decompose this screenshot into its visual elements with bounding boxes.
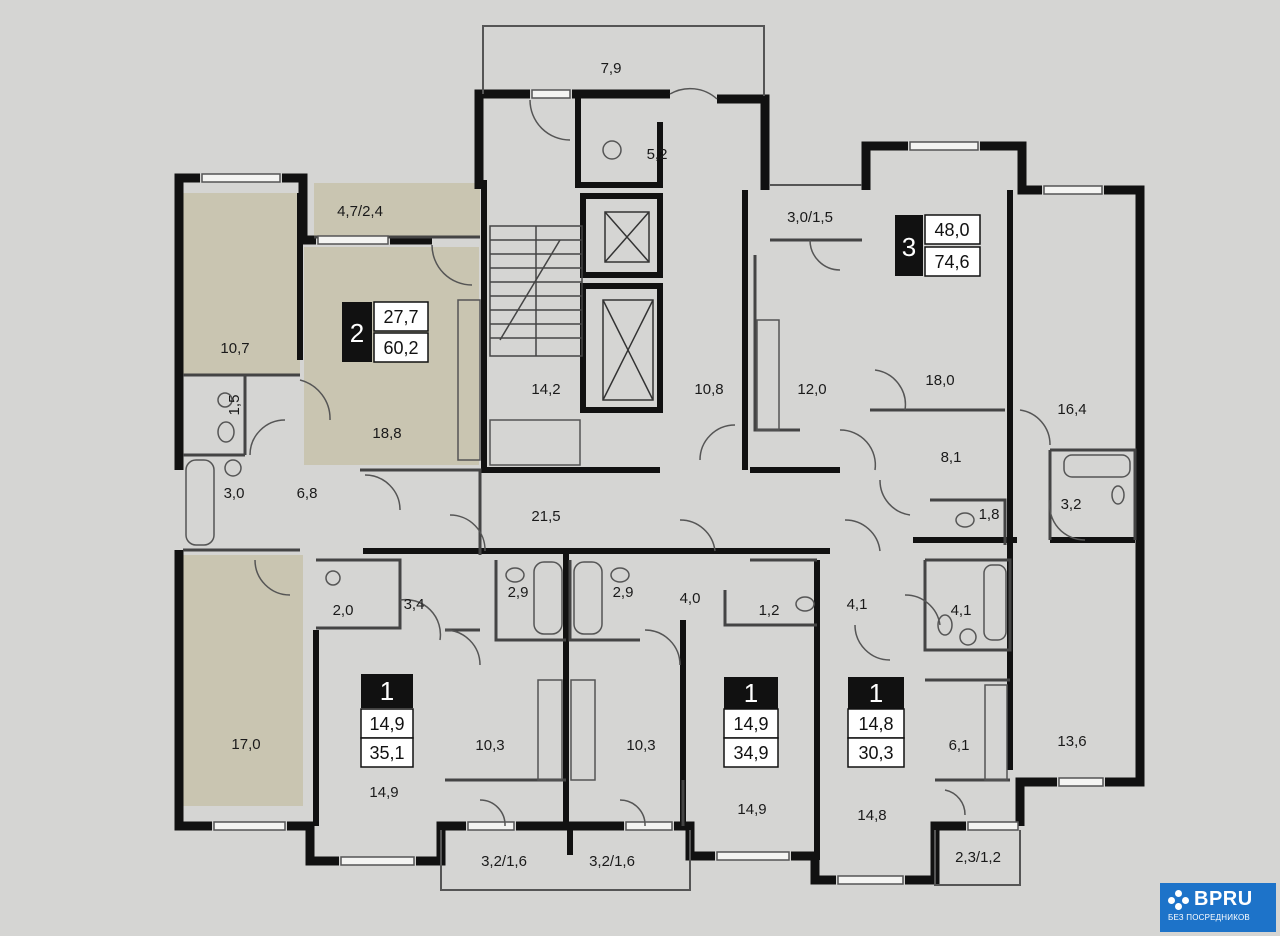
room-label: 7,9 (601, 60, 622, 77)
apartment-living-area: 14,9 (369, 714, 404, 734)
room-label: 6,1 (949, 737, 970, 754)
room-label: 1,2 (759, 602, 780, 619)
room-label: 4,7/2,4 (337, 203, 383, 220)
room-label: 12,0 (797, 381, 826, 398)
logo-brand: BPRU (1194, 888, 1253, 910)
apartment-badge-1a: 1 14,9 35,1 (360, 674, 414, 768)
interior-walls (297, 94, 1135, 860)
room-label: 10,7 (220, 340, 249, 357)
room-label: 14,2 (531, 381, 560, 398)
partitions (183, 235, 1137, 826)
apartment-living-area: 27,7 (383, 307, 418, 327)
room-label: 14,9 (369, 784, 398, 801)
room-label: 10,3 (475, 737, 504, 754)
staircase (489, 225, 583, 357)
room-label: 6,8 (297, 485, 318, 502)
apartment-living-area: 14,9 (733, 714, 768, 734)
room-label: 10,8 (694, 381, 723, 398)
people-icon (1168, 889, 1190, 911)
room-label: 3,2 (1061, 496, 1082, 513)
room-label: 4,1 (847, 596, 868, 613)
apartment-badge-2: 2 27,7 60,2 (342, 301, 429, 363)
room-label: 17,0 (231, 736, 260, 753)
apartment-rooms: 1 (869, 678, 883, 708)
apartment-badge-3: 3 48,0 74,6 (895, 214, 981, 277)
room-label: 3,2/1,6 (589, 853, 635, 870)
bpru-logo[interactable]: BPRU БЕЗ ПОСРЕДНИКОВ (1160, 883, 1276, 932)
room-label: 3,0/1,5 (787, 209, 833, 226)
apartment-badge-1c: 1 14,8 30,3 (847, 677, 905, 768)
room-label: 16,4 (1057, 401, 1086, 418)
room-label: 14,8 (857, 807, 886, 824)
room-label: 18,8 (372, 425, 401, 442)
room-label: 2,9 (508, 584, 529, 601)
room-label: 1,8 (979, 506, 1000, 523)
room-label: 3,2/1,6 (481, 853, 527, 870)
apartment-2-highlight (183, 183, 480, 806)
apartment-rooms: 1 (744, 678, 758, 708)
apartment-total-area: 74,6 (934, 252, 969, 272)
exterior-walls (174, 89, 1145, 885)
room-labels: 7,9 5,2 4,7/2,4 10,7 1,5 3,0 6,8 18,8 17… (220, 60, 1086, 870)
balconies (440, 25, 1021, 891)
windows (201, 89, 1104, 885)
apartment-total-area: 60,2 (383, 338, 418, 358)
apartment-total-area: 34,9 (733, 743, 768, 763)
room-label: 3,4 (404, 596, 425, 613)
apartment-rooms: 1 (380, 676, 394, 706)
elevator-shafts (602, 211, 654, 401)
room-label: 5,2 (647, 146, 668, 163)
apartment-total-area: 30,3 (858, 743, 893, 763)
room-label: 1,5 (226, 395, 243, 416)
room-label: 13,6 (1057, 733, 1086, 750)
room-label: 10,3 (626, 737, 655, 754)
room-label: 14,9 (737, 801, 766, 818)
kitchen-counters (457, 299, 1008, 781)
room-label: 4,1 (951, 602, 972, 619)
room-label: 3,0 (224, 485, 245, 502)
bath-fixtures (185, 140, 1131, 646)
room-label: 8,1 (941, 449, 962, 466)
room-label: 4,0 (680, 590, 701, 607)
apartment-badge-1b: 1 14,9 34,9 (723, 677, 779, 768)
apartment-living-area: 48,0 (934, 220, 969, 240)
apartment-rooms: 3 (902, 232, 916, 262)
room-label: 2,3/1,2 (955, 849, 1001, 866)
apartment-rooms: 2 (350, 318, 364, 348)
apartment-total-area: 35,1 (369, 743, 404, 763)
room-label: 21,5 (531, 508, 560, 525)
room-label: 2,0 (333, 602, 354, 619)
room-label: 2,9 (613, 584, 634, 601)
room-label: 18,0 (925, 372, 954, 389)
apartment-living-area: 14,8 (858, 714, 893, 734)
logo-tagline: БЕЗ ПОСРЕДНИКОВ (1168, 913, 1250, 922)
